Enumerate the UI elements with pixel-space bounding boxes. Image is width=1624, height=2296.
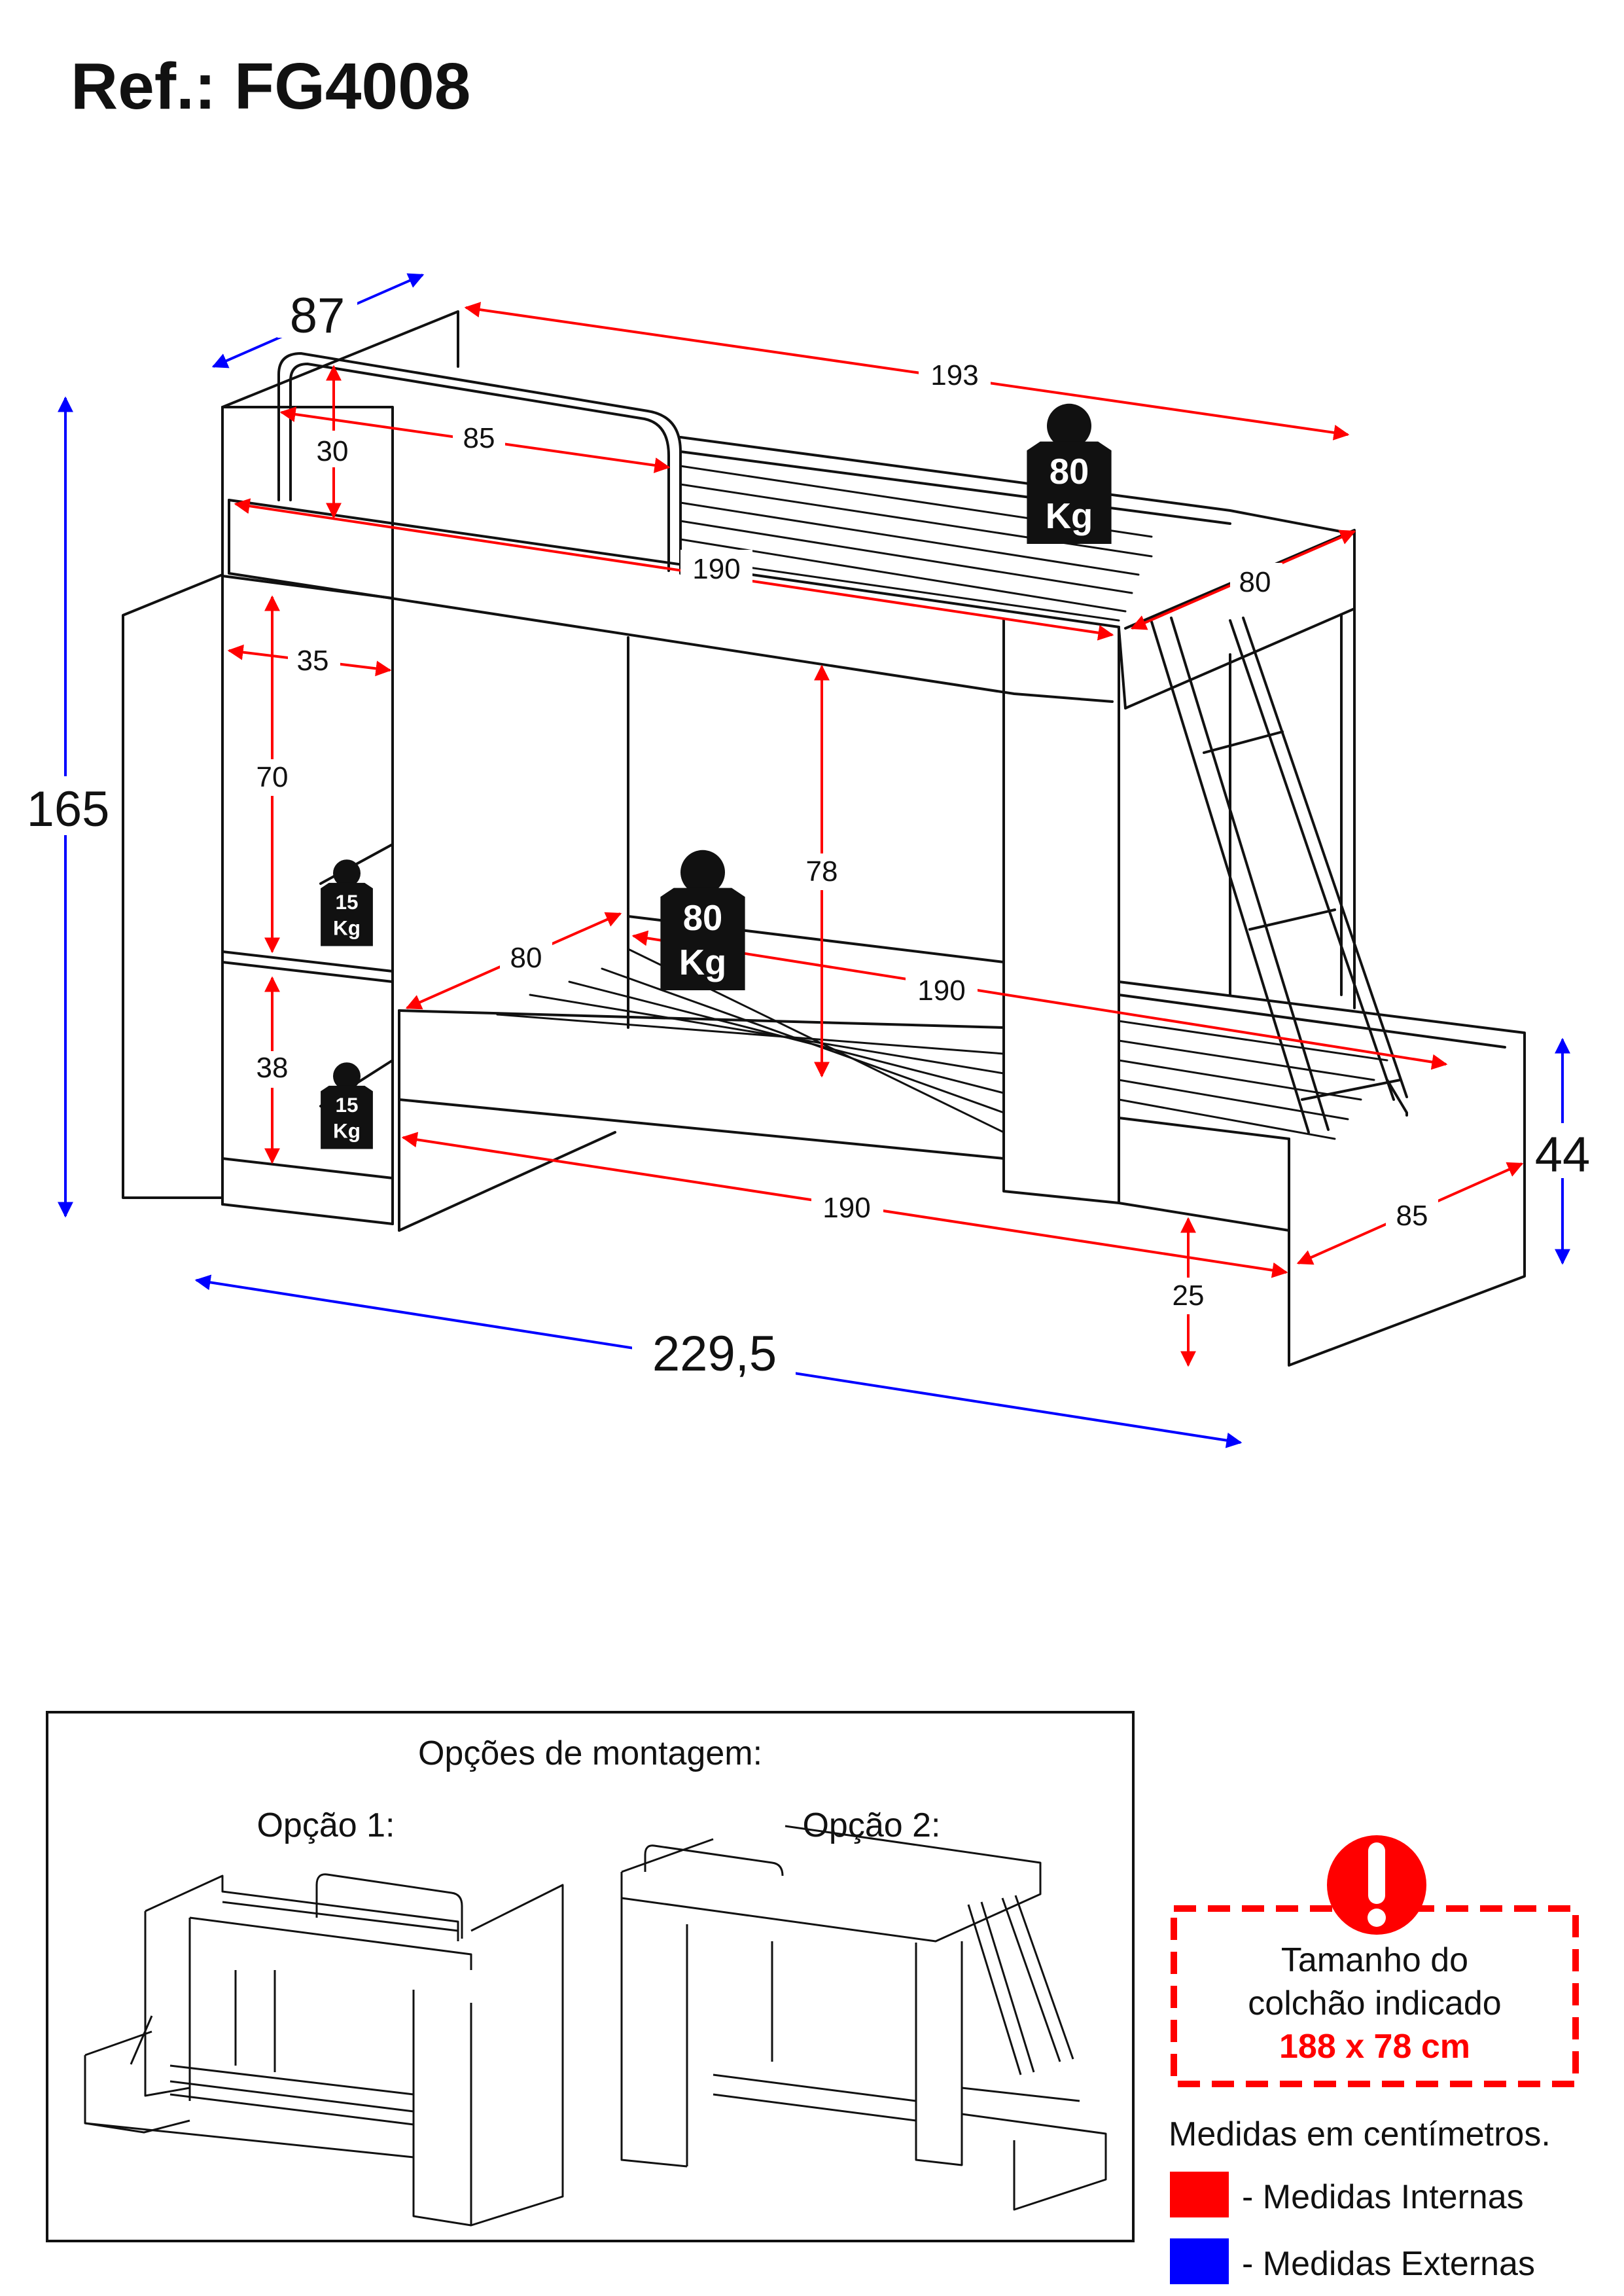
assembly-title: Opções de montagem: xyxy=(418,1734,762,1772)
weight-top-unit: Kg xyxy=(1046,496,1093,536)
mattress-notice-line2: colchão indicado xyxy=(1248,1984,1501,2022)
legend-units-note: Medidas em centímetros. xyxy=(1169,2115,1551,2153)
legend-external-label: - Medidas Externas xyxy=(1242,2245,1535,2283)
assembly-options-panel: Opções de montagem: Opção 1: Opção 2: xyxy=(46,1711,1135,2242)
legend-internal-swatch xyxy=(1170,2172,1229,2217)
label-base-width: 85 xyxy=(1396,1200,1428,1232)
label-lower-bed-width: 80 xyxy=(510,942,542,974)
mattress-notice-size: 188 x 78 cm xyxy=(1279,2028,1470,2066)
weight-lower-unit: Kg xyxy=(679,942,727,982)
weight-shelf-lower-unit: Kg xyxy=(333,1119,361,1143)
weight-badge-shelf-lower: 15 Kg xyxy=(321,1062,373,1149)
weight-badge-lower: 80 Kg xyxy=(660,850,745,990)
weight-top-value: 80 xyxy=(1050,452,1089,492)
legend: Medidas em centímetros. - Medidas Intern… xyxy=(1169,2115,1551,2284)
label-guard-height: 30 xyxy=(317,435,349,467)
exclamation-icon xyxy=(1327,1835,1426,1935)
label-height: 165 xyxy=(27,781,110,837)
mattress-notice: Tamanho do colchão indicado 188 x 78 cm xyxy=(1171,1835,1579,2087)
label-top-bed-length: 190 xyxy=(692,553,740,585)
legend-internal-label: - Medidas Internas xyxy=(1242,2178,1524,2216)
weight-shelf-upper-value: 15 xyxy=(335,890,358,914)
dim-line-top-length xyxy=(464,302,1350,440)
label-width: 229,5 xyxy=(652,1326,777,1382)
label-guard-length: 85 xyxy=(463,422,495,454)
weight-badge-shelf-upper: 15 Kg xyxy=(321,859,373,946)
label-top-bed-width: 80 xyxy=(1239,566,1271,598)
internal-dimension-labels: 193 30 85 190 80 35 70 38 78 80 190 190 … xyxy=(246,355,1438,1314)
label-top-length: 193 xyxy=(930,359,978,391)
assembly-option2-drawing xyxy=(620,1825,1107,2211)
weight-shelf-upper-unit: Kg xyxy=(333,916,361,940)
label-base-length: 190 xyxy=(822,1192,870,1224)
label-shelf-top-height: 70 xyxy=(256,761,289,793)
mattress-notice-line1: Tamanho do xyxy=(1281,1941,1468,1979)
assembly-option1-drawing xyxy=(84,1873,564,2227)
label-foot-height: 25 xyxy=(1173,1280,1205,1312)
dim-line-top-bed-length xyxy=(234,498,1114,641)
legend-external-swatch xyxy=(1170,2238,1229,2284)
weight-badge-top: 80 Kg xyxy=(1027,403,1112,544)
label-lower-height: 44 xyxy=(1535,1127,1591,1183)
label-shelf-bottom-height: 38 xyxy=(256,1052,289,1084)
label-lower-bed-length: 190 xyxy=(917,975,965,1007)
weight-shelf-lower-value: 15 xyxy=(335,1093,358,1117)
weight-lower-value: 80 xyxy=(683,898,723,938)
label-depth: 87 xyxy=(290,288,345,344)
assembly-option1-label: Opção 1: xyxy=(256,1806,395,1844)
label-clearance: 78 xyxy=(806,855,838,888)
external-dimension-labels: 87 165 229,5 44 xyxy=(16,285,1599,1382)
page-title: Ref.: FG4008 xyxy=(71,50,471,123)
dim-line-lower-bed-length xyxy=(631,930,1448,1070)
label-shelf-depth: 35 xyxy=(297,645,329,677)
